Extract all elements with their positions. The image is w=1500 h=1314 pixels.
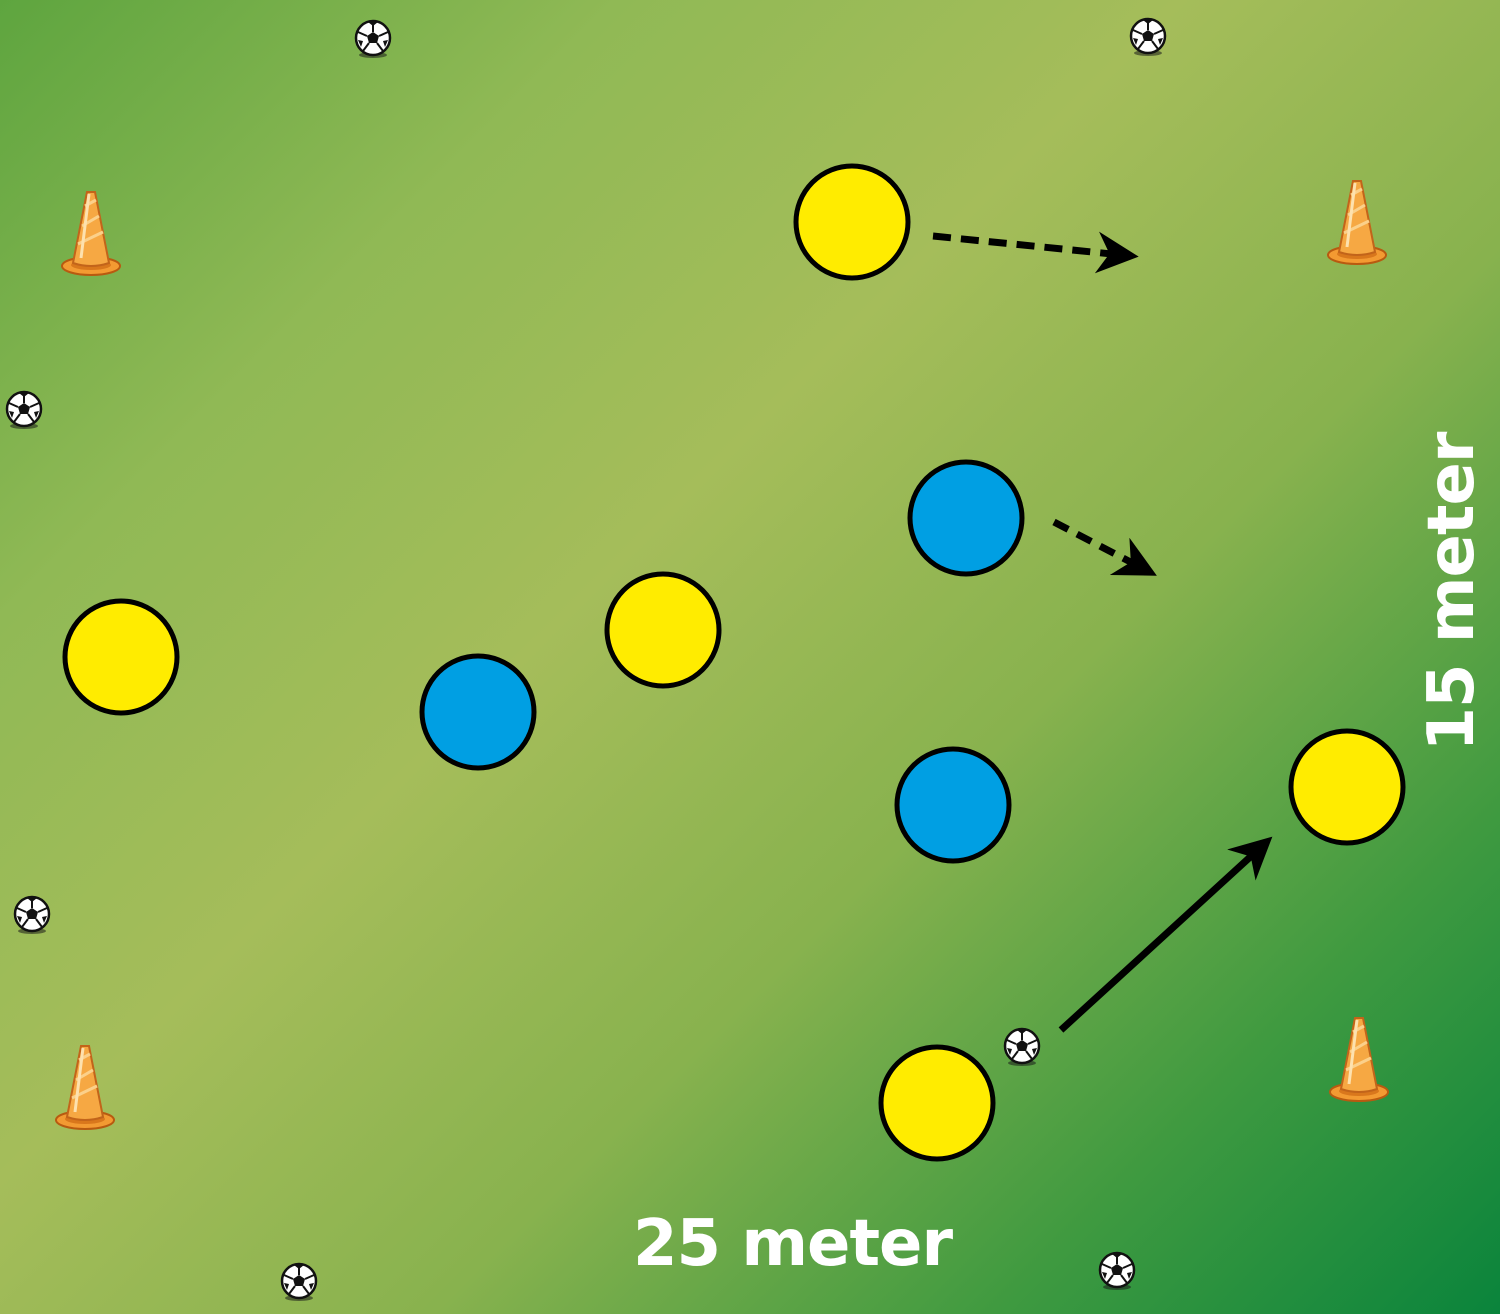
field-width-label: 25 meter [633,1207,953,1281]
training-cone-icon [54,1044,116,1131]
player-blue [419,653,537,771]
training-cone-icon [1326,179,1388,266]
soccer-ball-icon [1098,1251,1136,1292]
player-blue [907,459,1025,577]
soccer-ball-icon [280,1262,318,1303]
soccer-ball-icon [13,895,51,936]
run-arrow-dashed [932,231,1139,274]
player-yellow [1288,728,1406,846]
player-yellow [62,598,180,716]
field-height-label: 15 meter [1415,432,1489,752]
soccer-ball-icon [5,390,43,431]
run-arrow-dashed [1052,518,1157,576]
pass-arrow [1058,836,1273,1033]
player-yellow [878,1044,996,1162]
training-cone-icon [60,190,122,277]
soccer-ball-icon [1003,1027,1041,1068]
player-blue [894,746,1012,864]
player-yellow [604,571,722,689]
player-yellow [793,163,911,281]
training-cone-icon [1328,1016,1390,1103]
soccer-ball-icon [354,19,392,60]
soccer-ball-icon [1129,17,1167,58]
